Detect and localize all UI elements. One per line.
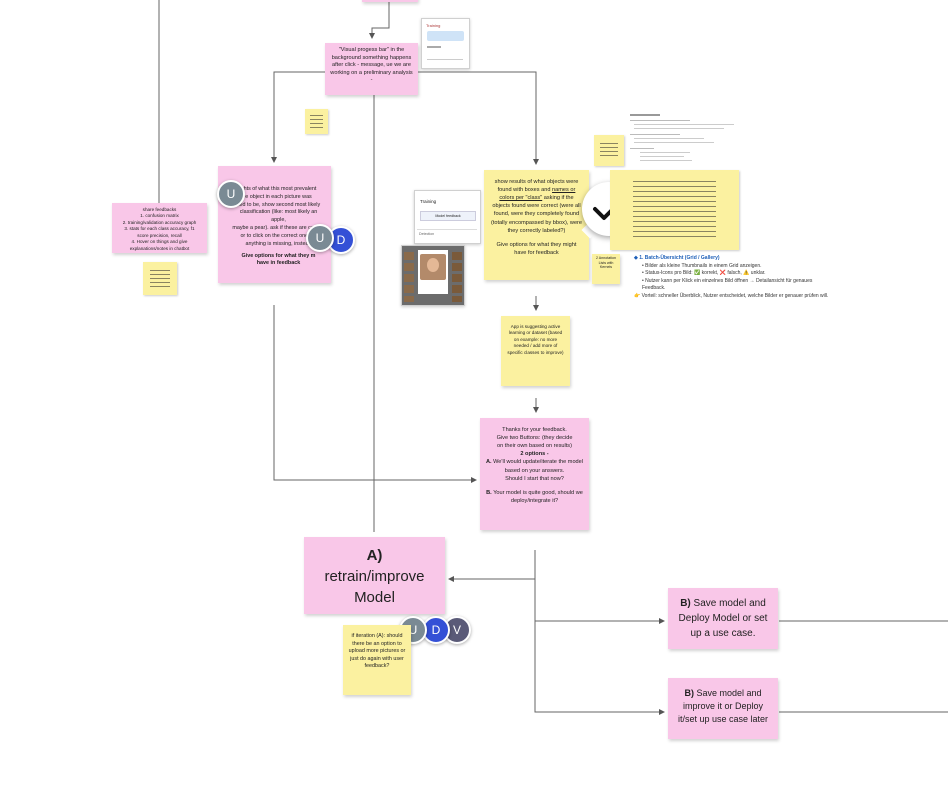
annotation-lists-text: 2 Annotation Lists with Kernels (596, 256, 616, 270)
feedback-line: 1. confusion matrix (140, 213, 179, 219)
doc-heading: ◆ 1. Batch-Übersicht (Grid / Gallery) (634, 255, 720, 261)
mini-sticky-left[interactable] (143, 262, 177, 295)
training-divider (427, 59, 463, 60)
save-improve-label: B) (684, 688, 694, 698)
connector-results-to-thanks (273, 305, 477, 483)
doc-note: 👉 Vorteil: schneller Überblick, Nutzer e… (634, 292, 829, 299)
results-line: ghts of what this most prevalent (240, 186, 317, 192)
mini-sticky-right[interactable] (594, 135, 624, 166)
doc-bullet: • Nutzer kann per Klick ein einzelnes Bi… (642, 277, 813, 292)
retrain-label: A) (366, 547, 383, 564)
connector-branch-improve (534, 621, 665, 715)
results-line: e object in each picture was (245, 193, 312, 200)
doc-bullet: • Status-Icons pro Bild: ✅ korrekt, ❌ fa… (642, 270, 766, 276)
sticky-app-suggestion[interactable]: App is suggesting active learning or dat… (501, 316, 570, 386)
save-deploy-text: Save model and Deploy Model or set up a … (678, 598, 768, 639)
results-bold-line: have in feedback (256, 260, 301, 267)
objects-text-suffix: Give options for what they might have fo… (496, 241, 577, 256)
avatar-u[interactable]: U (217, 180, 245, 208)
feedback-line: 4. Hover on things and give (131, 239, 188, 245)
gallery-thumbnails-left (404, 252, 414, 302)
feedback-line: explanations/notes in chatbot (129, 245, 190, 251)
training-label: Training (426, 23, 441, 28)
option-a: A. We'll would update/iterate the model … (485, 459, 584, 474)
results-line: or to click on the correct ones, if (240, 232, 317, 239)
gallery-face (427, 258, 439, 272)
sticky-save-improve[interactable]: B) Save model and improve it or Deploy i… (668, 678, 778, 739)
results-line: ked to be, show second most likely (236, 201, 321, 208)
training-progress-box (427, 31, 464, 41)
avatar-u[interactable]: U (306, 224, 334, 252)
feedback-line: score precision, recall (137, 232, 182, 238)
connector-branch-retrain (448, 550, 536, 582)
sticky-retrain-model[interactable]: A) retrain/improve Model (304, 537, 445, 614)
sticky-save-deploy[interactable]: B) Save model and Deploy Model or set up… (668, 588, 778, 649)
sticky-share-feedback[interactable]: share feedbacks 1. confusion matrix 2. t… (112, 203, 207, 253)
sticky-objects-found[interactable]: show results of what objects were found … (484, 170, 589, 280)
if-iteration-text: should there be an option to upload more… (348, 633, 406, 670)
connector-branch-deploy (534, 579, 665, 624)
thanks-line: Thanks for your feedback. (502, 427, 567, 433)
sticky-thanks-feedback[interactable]: Thanks for your feedback. Give two Butto… (480, 418, 589, 530)
option-a-question: Should I start that now? (505, 475, 564, 482)
screenshot-training-panel[interactable]: Training (421, 18, 470, 69)
connector-progress-to-results (271, 71, 325, 163)
doc-faint-block (630, 114, 740, 164)
sticky-annotation-lists[interactable]: 2 Annotation Lists with Kernels (592, 254, 620, 284)
objects-text-prefix: show results of what objects were found … (494, 179, 579, 194)
thanks-line: on their own based on results) (497, 443, 572, 450)
two-options-label: 2 options - (520, 451, 549, 458)
progress-bar-text: "Visual progess bar" in the background s… (330, 47, 413, 84)
feedback-line: share feedbacks (142, 207, 177, 212)
results-line: maybe a pear). ask if these are correct (232, 225, 325, 232)
feedback-line: 2. training/validation accuracy graph (122, 219, 197, 225)
option-b: B. Your model is quite good, should we d… (486, 489, 583, 504)
save-deploy-label: B) (680, 598, 691, 609)
chat-title: Training (420, 199, 437, 204)
chat-button[interactable]: Model feedback (420, 211, 476, 221)
retrain-text: retrain/improve Model (324, 568, 425, 606)
screenshot-image-gallery[interactable] (401, 245, 465, 306)
connector-progress-to-objects (418, 71, 539, 165)
results-line: anything is missing, instead (245, 240, 312, 247)
sticky-top-partial[interactable] (362, 0, 418, 2)
objects-text-names: names or colors per "class" (499, 187, 576, 202)
results-line: classification (like: most likely an app… (239, 209, 318, 224)
sticky-progress-bar[interactable]: "Visual progess bar" in the background s… (325, 43, 418, 95)
objects-text-middle: asking if the objects found were correct… (490, 195, 583, 234)
results-bold-line: Give options for what they m (241, 252, 316, 259)
training-line (427, 46, 441, 48)
connector-top-to-progress (369, 0, 390, 39)
save-improve-text: Save model and improve it or Deploy it/s… (677, 688, 769, 725)
sticky-if-iteration[interactable]: if iteration (A): should there be an opt… (343, 625, 411, 695)
screenshot-chat-panel[interactable]: Training Model feedback Detection (414, 190, 481, 244)
feedback-line: 3. stats for each class accuracy, f1 (124, 226, 195, 232)
thanks-line: Give two Buttons: (they decide (496, 435, 573, 442)
doc-batch-overview: ◆ 1. Batch-Übersicht (Grid / Gallery) • … (634, 255, 834, 300)
sticky-lined-large[interactable] (610, 170, 739, 250)
chat-input[interactable]: Detection (417, 229, 477, 239)
app-suggestion-text: App is suggesting active learning or dat… (507, 324, 564, 355)
if-iteration-label: if iteration (A): (351, 633, 386, 639)
mini-sticky-top[interactable] (305, 109, 328, 134)
doc-bullet: • Bilder als kleine Thumbnails in einem … (642, 262, 762, 269)
gallery-thumbnails-right (452, 252, 462, 302)
